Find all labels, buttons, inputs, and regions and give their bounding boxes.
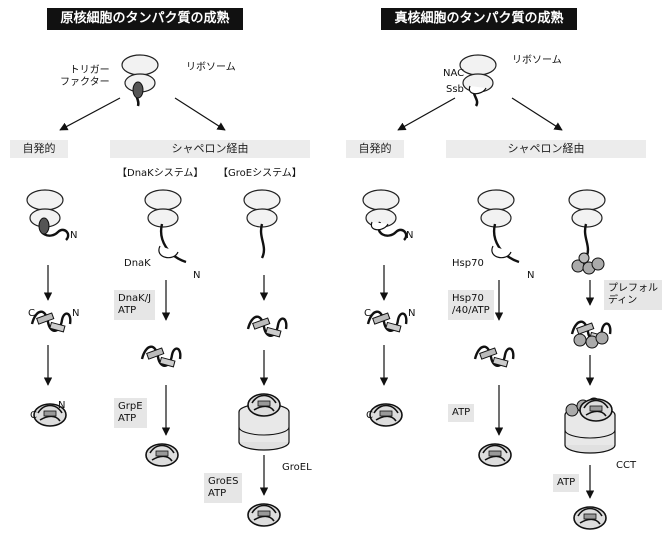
- euk-atp-box-1: ATP: [448, 404, 474, 422]
- hsp70-n: N: [527, 270, 534, 282]
- prok-arrow-chaperone: [175, 98, 225, 130]
- groe-system-label: 【GroEシステム】: [218, 168, 302, 180]
- euk-arrow-spontaneous: [398, 98, 455, 130]
- euk-spont-ribosome: [363, 190, 399, 227]
- euk-spont-c1: C: [364, 308, 371, 320]
- groe-chain: [261, 224, 264, 258]
- dnak-system-label: 【DnaKシステム】: [117, 168, 203, 180]
- prefoldin-box: プレフォル ディン: [604, 280, 662, 310]
- euk-spont-c2: C: [366, 410, 373, 422]
- dnak-n: N: [193, 270, 200, 282]
- groel-label: GroEL: [282, 462, 312, 474]
- cct-substrate: [580, 399, 612, 421]
- euk-atp-box-2: ATP: [553, 474, 579, 492]
- prok-ribosome-label: リボソーム: [186, 62, 236, 74]
- dnak-folded: [146, 444, 178, 466]
- prefoldin-shape: [572, 253, 604, 274]
- euk-spont-fold-1: [368, 312, 406, 332]
- trigger-factor-label: トリガー ファクター: [60, 65, 110, 89]
- groel-substrate: [248, 394, 280, 416]
- euk-spont-fold-2: [370, 404, 402, 426]
- groe-folded: [248, 504, 280, 526]
- hsp70-label: Hsp70: [452, 258, 484, 270]
- cct-folded: [574, 507, 606, 529]
- hsp70-atp-box: Hsp70 /40/ATP: [448, 290, 494, 320]
- prok-spont-tf: [39, 218, 49, 234]
- euk-spont-n1: N: [408, 308, 415, 320]
- hsp70-shape: [492, 246, 511, 258]
- cct-label: CCT: [616, 460, 636, 472]
- cct-ribosome: [569, 190, 605, 227]
- hsp70-ribosome: [478, 190, 514, 227]
- groes-atp-box: GroES ATP: [204, 473, 242, 503]
- prok-spont-n: N: [70, 230, 77, 242]
- dnak-shape: [159, 246, 178, 258]
- dnak-intermediate: [142, 347, 180, 367]
- nac-label: NAC: [443, 68, 464, 80]
- ssb-label: Ssb: [446, 84, 464, 96]
- prok-spont-fold-1: [32, 312, 70, 332]
- prok-spont-c1: C: [28, 308, 35, 320]
- dnak-label: DnaK: [124, 258, 151, 270]
- prok-spont-n2: N: [58, 400, 65, 412]
- euk-arrow-chaperone: [512, 98, 562, 130]
- groe-intermediate: [248, 317, 286, 337]
- dnakj-atp-box: DnaK/J ATP: [114, 290, 155, 320]
- prok-spont-n1: N: [72, 308, 79, 320]
- grpe-atp-box: GrpE ATP: [114, 398, 147, 428]
- euk-ribosome-label: リボソーム: [512, 55, 562, 67]
- prok-trigger-factor-shape: [133, 82, 143, 98]
- hsp70-folded: [479, 444, 511, 466]
- groe-ribosome: [244, 190, 280, 227]
- dnak-ribosome: [145, 190, 181, 227]
- prok-arrow-spontaneous: [60, 98, 120, 130]
- euk-ribosome: [460, 55, 496, 92]
- prok-spont-c2: C: [30, 410, 37, 422]
- euk-spont-n: N: [406, 230, 413, 242]
- hsp70-intermediate: [475, 347, 513, 367]
